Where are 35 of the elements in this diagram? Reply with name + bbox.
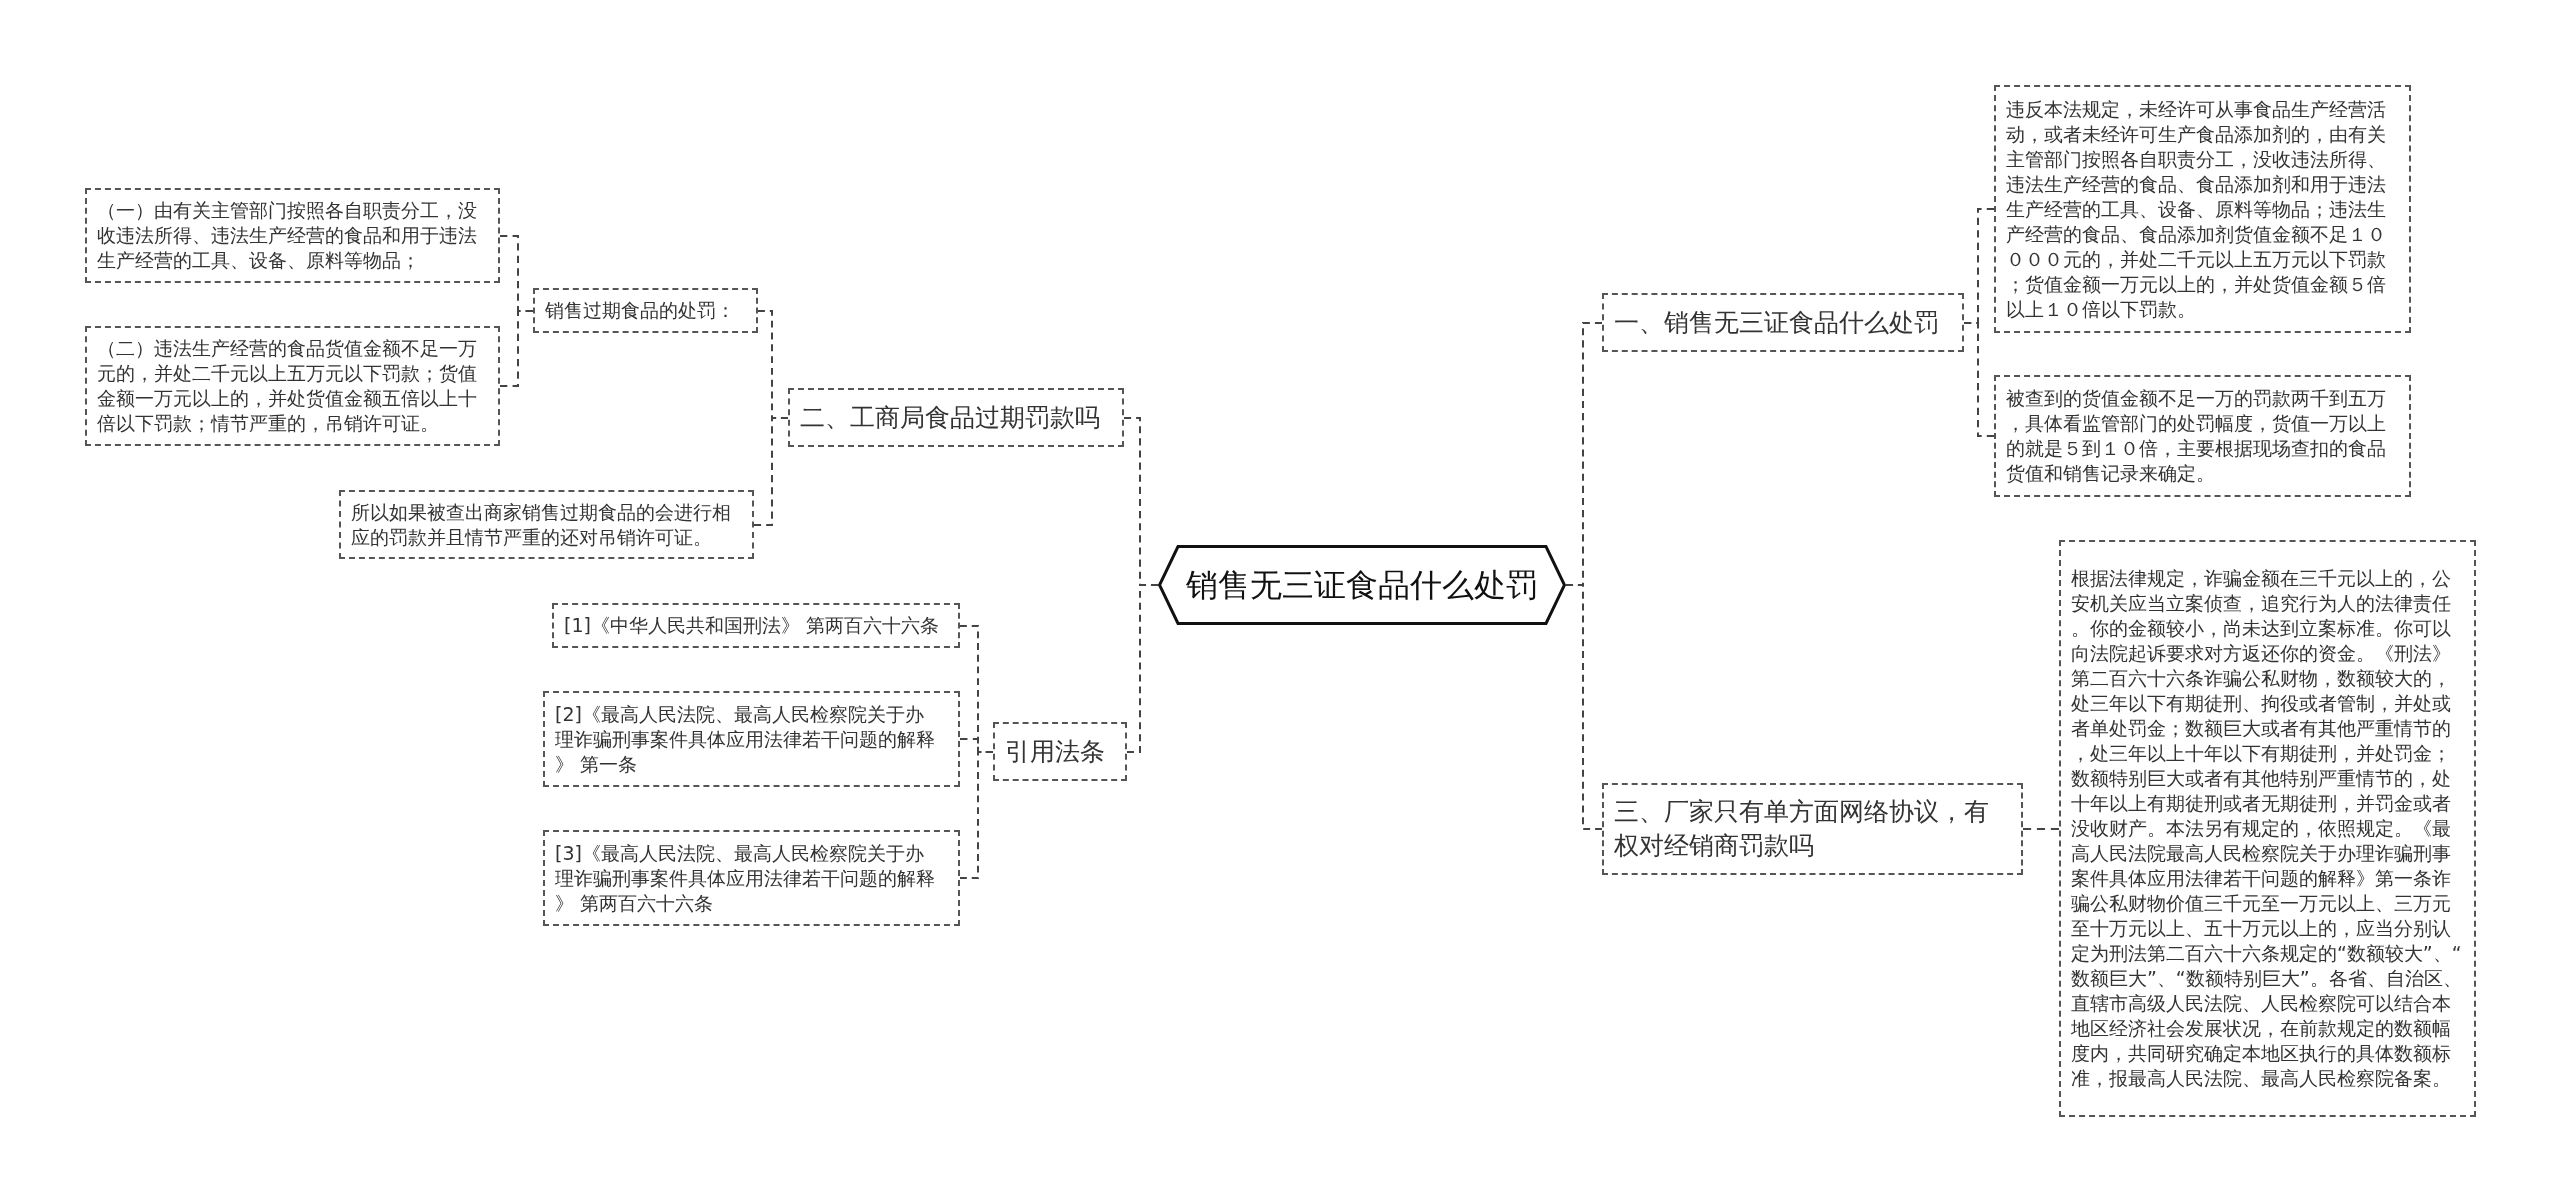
branch-box [1602, 783, 2023, 875]
connector-line [959, 751, 994, 879]
note-box [85, 326, 500, 446]
note-box [1994, 375, 2411, 497]
connector-line [1126, 584, 1159, 753]
citation-text: [2]《最高人民法院、最高人民检察院关于办理诈骗刑事案件具体应用法律若干问题的解释》 第一条 [555, 701, 936, 777]
note-text: 被查到的货值金额不足一万的罚款两千到五万，具体看监管部门的处罚幅度，货值一万以上的就是５到１０倍，主要根据现场查扣的食品货值和销售记录来确定。 [2006, 386, 2387, 486]
connector-line [753, 417, 789, 526]
note-text: 销售过期食品的处罚： [545, 298, 736, 323]
note-box [339, 490, 754, 559]
note-box [1994, 85, 2411, 333]
citation-box [543, 691, 960, 787]
connector-line [1963, 322, 1995, 437]
branch-title: 三、厂家只有单方面网络协议，有权对经销商罚款吗 [1614, 796, 1990, 862]
note-box [85, 188, 500, 283]
note-text: 所以如果被查出商家销售过期食品的会进行相应的罚款并且情节严重的还对吊销许可证。 [351, 499, 732, 550]
connector-line [499, 310, 534, 387]
branch-box [788, 388, 1124, 447]
branch-title: 引用法条 [1005, 735, 1106, 768]
note-box [533, 288, 758, 333]
citation-box [552, 603, 960, 648]
branch-title: 一、销售无三证食品什么处罚 [1614, 306, 1940, 339]
note-text: （一）由有关主管部门按照各自职责分工，没收违法所得、违法生产经营的食品和用于违法生产经营的工具、设备、原料等物品； [97, 198, 478, 273]
citation-text: [3]《最高人民法院、最高人民检察院关于办理诈骗刑事案件具体应用法律若干问题的解释》 第两百六十六条 [555, 840, 936, 916]
citation-box [543, 830, 960, 926]
connector-line [2022, 828, 2060, 830]
branch-box [1602, 293, 1964, 352]
citation-text: [1]《中华人民共和国刑法》 第两百六十六条 [564, 613, 940, 638]
note-text: （二）违法生产经营的食品货值金额不足一万元的，并处二千元以上五万元以下罚款；货值金额一万元以上的，并处货值金额五倍以上十倍以下罚款；情节严重的，吊销许可证。 [97, 336, 478, 436]
central-topic-title: 销售无三证食品什么处罚 [1186, 565, 1538, 605]
note-text: 违反本法规定，未经许可从事食品生产经营活动，或者未经许可生产食品添加剂的，由有关主管部门按照各自职责分工，没收违法所得、违法生产经营的食品、食品添加剂和用于违法生产经营的工具、设备、原料等物品；违法生产经营的食品、食品添加剂货值金额不足１００００元的，并处二千元以上五万元以下罚款；货值金额一万元以上的，并处货值金额５倍以上１０倍以下罚款。 [2006, 96, 2387, 322]
connector-line [1565, 584, 1603, 830]
branch-box [993, 722, 1127, 781]
branch-title: 二、工商局食品过期罚款吗 [800, 401, 1101, 434]
note-text: 根据法律规定，诈骗金额在三千元以上的，公安机关应当立案侦查，追究行为人的法律责任。你的金额较小，尚未达到立案标准。你可以向法院起诉要求对方返还你的资金。《刑法》第二百六十六条诈骗公私财物，数额较大的，处三年以下有期徒刑、拘役或者管制，并处或者单处罚金；数额巨大或者有其他严重情节的，处三年以上十年以下有期徒刑，并处罚金；数额特别巨大或者有其他特别严重情节的，处十年以上有期徒刑或者无期徒刑，并罚金或者没收财产。本法另有规定的，依照规定。《最高人民法院最高人民检察院关于办理诈骗刑事案件具体应用法律若干问题的解释》第一条诈骗公私财物价值三千元至一万元以上、三万元至十万元以上、五十万元以上的，应当分别认定为刑法第二百六十六条规定的“数额较大”、“数额巨大”、“数额特别巨大”。各省、自治区、直辖市高级人民法院、人民检察院可以结合本地区经济社会发展状况，在前款规定的数额幅度内，共同研究确定本地区执行的具体数额标准，报最高人民法院、最高人民检察院备案。 [2071, 566, 2463, 1091]
